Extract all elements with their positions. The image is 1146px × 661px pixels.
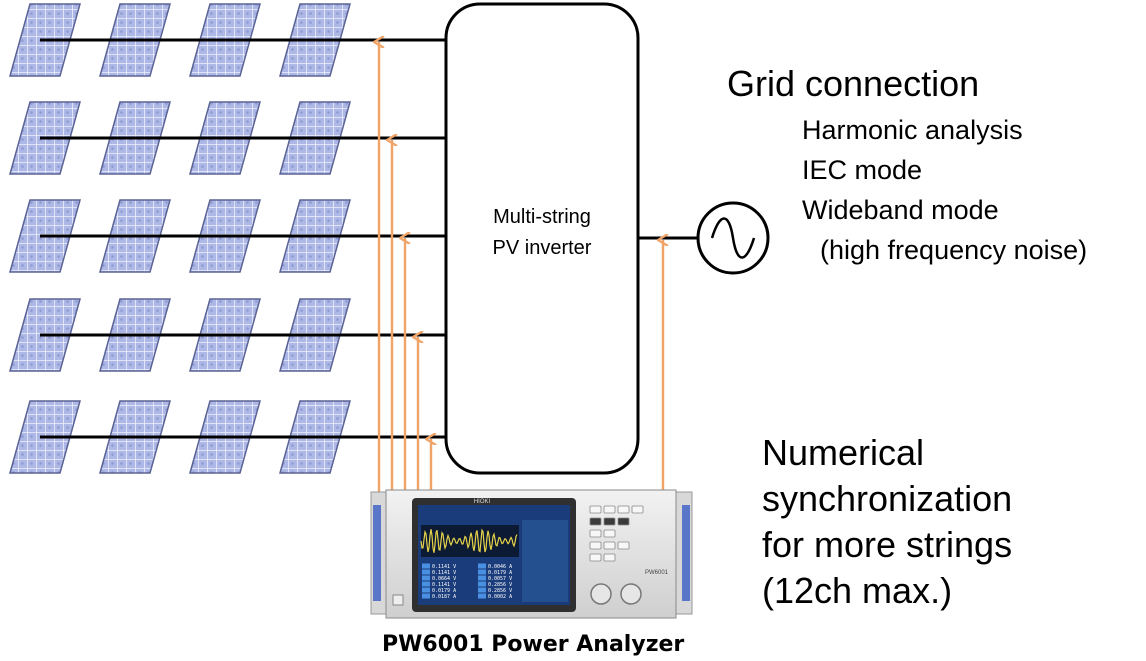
reading-tag [422,575,430,581]
reading-tag [478,569,486,575]
analyzer-brand: HIOKI [474,499,491,505]
analyzer-key [603,541,616,550]
reading-value: 0.0187 A [432,594,456,600]
reading-tag [478,593,486,599]
reading-tag [422,569,430,575]
reading-tag [478,563,486,569]
analyzer-key [589,517,602,526]
reading-tag [478,581,486,587]
reading-value: 0.1141 V [432,582,456,588]
ac-sine-icon [710,217,756,259]
grid-item-harmonic-analysis: Harmonic analysis [802,115,1023,145]
reading-value: 0.0179 A [432,588,456,594]
analyzer-key [617,541,630,550]
analyzer-waveform [420,528,518,553]
inverter-label-line2: PV inverter [493,237,592,259]
reading-tag [478,587,486,593]
analyzer-handle-left [373,505,381,601]
reading-value: 0.0664 V [432,576,456,582]
analyzer-key [603,517,616,526]
reading-value: 0.2856 V [488,588,512,594]
reading-value: 0.0046 A [488,564,512,570]
sync-note-line: Numerical [762,432,925,473]
reading-value: 0.2856 V [488,582,512,588]
analyzer-knob-right [620,583,642,605]
sync-note-line: synchronization [762,478,1013,519]
analyzer-key [589,553,602,562]
analyzer-key [603,553,616,562]
analyzer-caption: PW6001 Power Analyzer [382,632,685,657]
current-probes [379,42,663,498]
reading-tag [478,575,486,581]
analyzer-key [603,529,616,538]
reading-tag [422,587,430,593]
analyzer-key [589,505,602,514]
analyzer-key [589,541,602,550]
sync-note: Numerical synchronization for more strin… [762,430,1012,614]
analyzer-key [617,517,630,526]
analyzer-key [603,505,616,514]
sync-note-line: (12ch max.) [762,570,953,611]
reading-value: 0.1141 V [432,570,456,576]
analyzer-key [589,529,602,538]
inverter-label-line1: Multi-string [493,206,591,228]
analyzer-key [617,505,630,514]
reading-value: 0.0057 V [488,576,512,582]
grid-item-wideband-mode: Wideband mode [802,195,999,225]
reading-tag [422,563,430,569]
reading-tag [422,581,430,587]
analyzer-knob-left [590,583,612,605]
analyzer-model: PW6001 [645,570,669,576]
analyzer-power-switch [392,594,404,606]
analyzer-key [631,505,644,514]
grid-item-high-frequency-noise: (high frequency noise) [820,235,1088,265]
reading-value: 0.0002 A [488,594,512,600]
reading-value: 0.0179 A [488,570,512,576]
analyzer-handle-right [682,505,690,601]
analyzer-side-menu [522,520,568,602]
reading-tag [422,593,430,599]
reading-value: 0.1141 V [432,564,456,570]
grid-item-iec-mode: IEC mode [802,155,923,185]
sync-note-line: for more strings [762,524,1013,565]
grid-connection-title: Grid connection [727,63,980,104]
analyzer-buttons [522,505,644,602]
solar-panel-array [9,3,351,474]
